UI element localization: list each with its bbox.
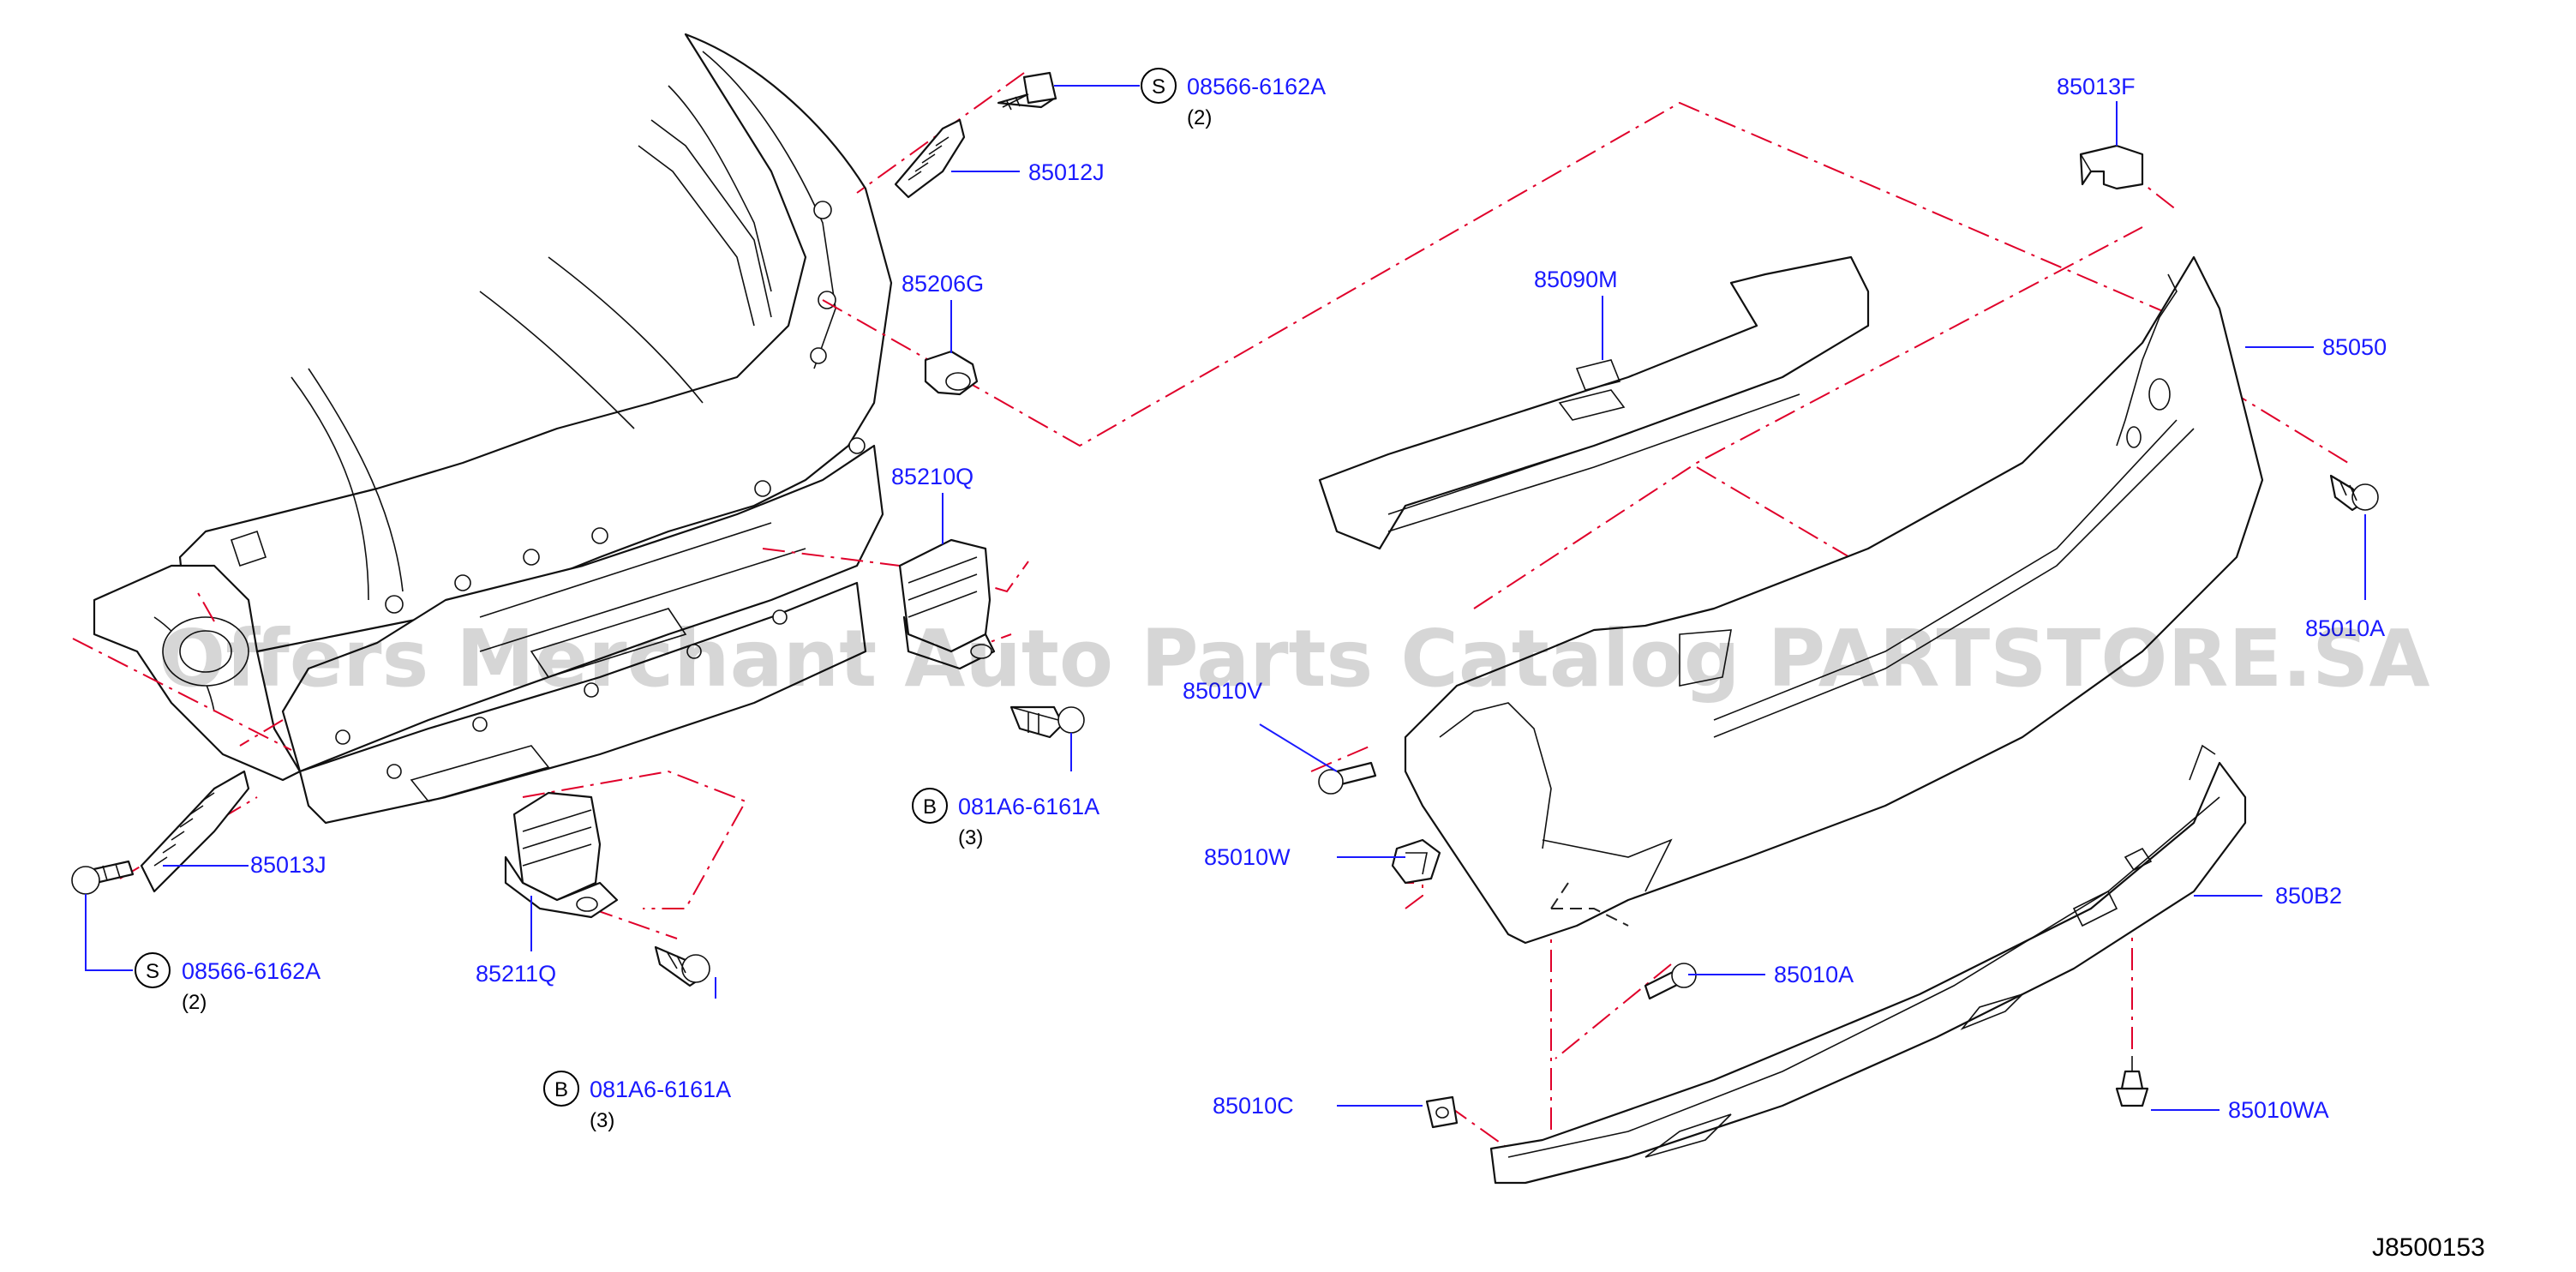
fastener-quantity: (2) [182,991,207,1014]
fastener-quantity: (3) [590,1109,614,1132]
fastener-part-number[interactable]: 08566-6162A [1187,74,1326,99]
part-85211q-bracket [504,791,619,919]
callout-labels: 85013F 85012J 85206G 85090M 85050 85210Q… [250,74,2387,1123]
callout-85010a-lower[interactable]: 85010A [1774,962,1854,987]
bolt-s-bottom [71,860,135,895]
callout-850b2[interactable]: 850B2 [2275,883,2342,909]
fastener-quantity: (3) [958,826,983,849]
fastener-letter: S [1152,75,1165,99]
callout-85010c[interactable]: 85010C [1213,1093,1294,1119]
fastener-letter: S [146,960,159,983]
fastener-part-number[interactable]: 08566-6162A [182,958,321,984]
callout-85050[interactable]: 85050 [2322,334,2387,360]
assembly-centerlines [72,72,2349,1149]
callout-85210q[interactable]: 85210Q [891,464,973,489]
part-85013f-clip [2079,144,2144,190]
callout-85211q[interactable]: 85211Q [476,961,556,987]
callout-85013f[interactable]: 85013F [2057,74,2136,99]
callout-85090m[interactable]: 85090M [1534,267,1618,292]
part-85050-fascia [1404,255,2264,945]
bolt-b-mid [1009,705,1085,739]
s-circle-icon [135,952,171,988]
screw-85010v [1318,761,1377,795]
callout-85206g[interactable]: 85206G [902,271,984,297]
bolt-85010a-right [2329,474,2379,512]
clip-85010wa [2115,1056,2149,1107]
fastener-letter: B [923,795,937,819]
fastener-ref-b-mid[interactable]: B 081A6-6161A (3) [912,788,1099,849]
rear-body-panel [93,33,893,825]
callout-85010v[interactable]: 85010V [1183,678,1262,704]
part-85210q-bracket [898,538,996,670]
fastener-part-number[interactable]: 081A6-6161A [590,1077,731,1102]
callout-85010wa[interactable]: 85010WA [2228,1097,2329,1123]
watermark: Offers Merchant Auto Parts Catalog PARTS… [159,613,2430,705]
part-85013j-bracket [140,770,250,893]
clip-85010c [1425,1095,1459,1129]
part-85012j-bracket [894,118,966,199]
bolt-s-top [997,71,1057,111]
leader-lines [85,85,2366,1111]
callout-85010w[interactable]: 85010W [1204,844,1291,870]
fastener-ref-b-bottom[interactable]: B 081A6-6161A (3) [543,1071,731,1132]
s-circle-icon [1141,68,1177,104]
callout-85013j[interactable]: 85013J [250,852,326,878]
diagram-id: J8500153 [2372,1233,2485,1262]
b-circle-icon [912,788,948,824]
part-85206g-grommet [924,350,979,396]
part-850b2-diffuser [1489,744,2247,1185]
fastener-ref-s-bottom[interactable]: S 08566-6162A (2) [135,952,321,1014]
callout-85010a-right[interactable]: 85010A [2305,615,2385,641]
b-circle-icon [543,1071,579,1107]
fastener-ref-s-top[interactable]: S 08566-6162A (2) [1141,68,1326,129]
fastener-quantity: (2) [1187,106,1212,129]
fastener-part-number[interactable]: 081A6-6161A [958,794,1099,819]
bolt-b-bottom [654,945,710,987]
clip-85010w [1391,838,1441,885]
part-85090m-absorber [1318,255,1870,550]
screw-85010a-lower [1644,963,1697,1000]
fastener-letter: B [554,1078,568,1101]
callout-85012j[interactable]: 85012J [1028,159,1105,185]
